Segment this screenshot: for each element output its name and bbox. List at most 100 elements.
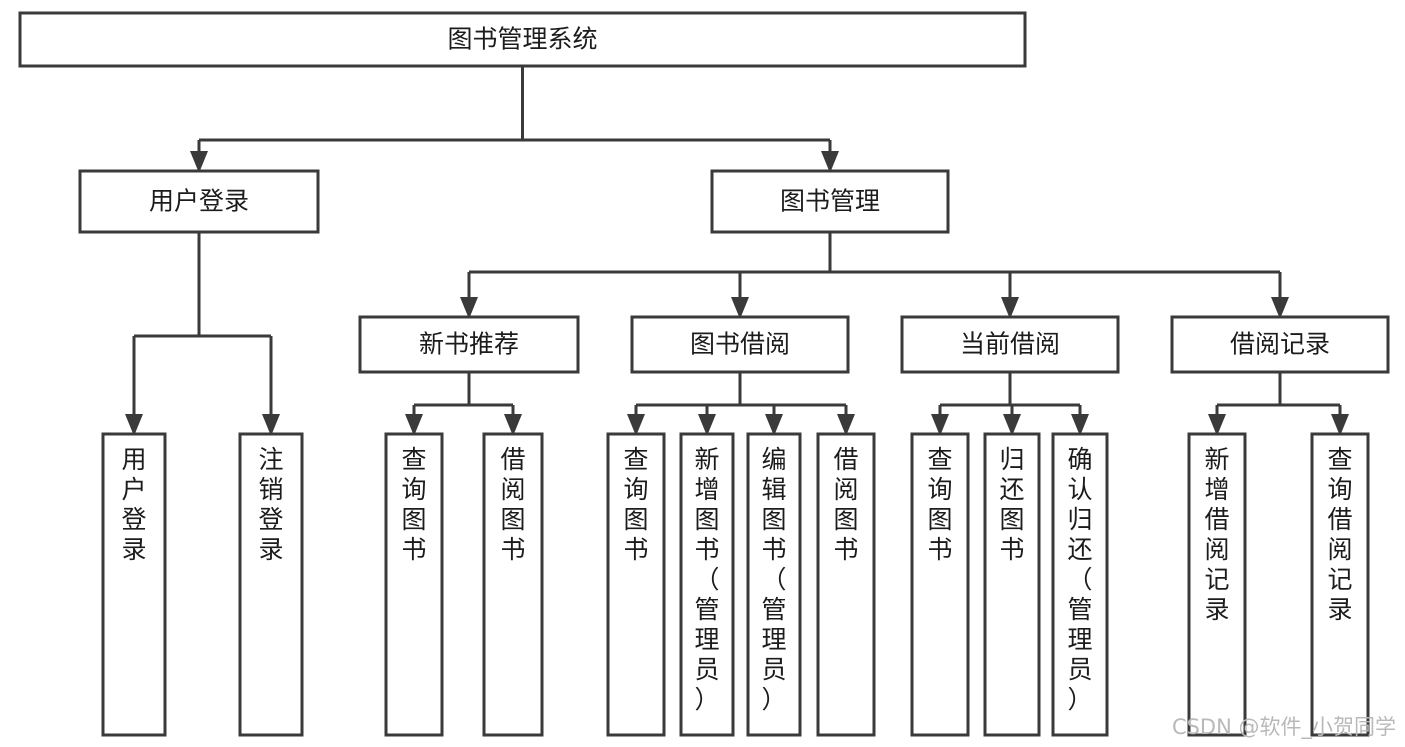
arrow-head [405,414,423,436]
node-layer: 图书管理系统用户登录图书管理新书推荐图书借阅当前借阅借阅记录用户登录注销登录查询… [18,11,1390,737]
node-book-borrow[interactable]: 图书借阅 [630,315,850,374]
edge-book-manage-to-new-book-recommend [460,272,478,319]
node-leaf-confirm-return[interactable]: 确认归还（管理员） [1051,432,1109,737]
node-box[interactable] [746,432,802,737]
arrow-head [460,297,478,319]
node-leaf-query-book-current[interactable]: 查询图书 [910,432,970,737]
connector-group-book-borrow [636,372,846,407]
arrow-head [1071,414,1089,436]
connector-group-current-borrow [940,372,1080,407]
node-label: 图书借阅 [690,330,790,359]
arrow-head [821,151,839,173]
node-leaf-borrow-book[interactable]: 借阅图书 [816,432,876,737]
connector-group-borrow-record [1217,372,1340,407]
edge-book-borrow-to-leaf-query-book-borrow [627,405,645,436]
edge-book-manage-to-borrow-record [1271,272,1289,319]
arrow-head [837,414,855,436]
node-box[interactable] [78,169,320,234]
node-new-book-recommend[interactable]: 新书推荐 [358,315,580,374]
node-leaf-query-record[interactable]: 查询借阅记录 [1310,432,1370,737]
connector-layer [125,66,1349,436]
edge-user-login-to-leaf-user-login [125,336,143,436]
node-borrow-record[interactable]: 借阅记录 [1170,315,1390,374]
arrow-head [1331,414,1349,436]
node-label: 借阅记录 [1230,330,1330,359]
edge-book-manage-to-book-borrow [731,272,749,319]
edge-new-book-recommend-to-leaf-query-book-rec [405,405,423,436]
node-label: 图书管理 [780,187,880,216]
watermark-label: CSDN @软件_小贺同学 [1172,715,1396,740]
node-book-manage[interactable]: 图书管理 [710,169,950,234]
node-label: 归还图书 [999,445,1024,564]
node-label: 借阅图书 [833,445,858,564]
edge-root-to-user-login [190,140,208,173]
node-leaf-user-logout[interactable]: 注销登录 [238,432,304,737]
arrow-head [125,414,143,436]
node-box[interactable] [1187,432,1247,737]
arrow-head [190,151,208,173]
node-label: 图书管理系统 [447,25,597,54]
node-leaf-query-book-rec[interactable]: 查询图书 [384,432,444,737]
node-box[interactable] [358,315,580,374]
edge-book-borrow-to-leaf-borrow-book [837,405,855,436]
node-box[interactable] [710,169,950,234]
node-leaf-add-record[interactable]: 新增借阅记录 [1187,432,1247,737]
node-box[interactable] [1310,432,1370,737]
node-box[interactable] [900,315,1120,374]
node-label: 查询借阅记录 [1327,445,1352,624]
node-leaf-edit-book[interactable]: 编辑图书（管理员） [746,432,802,737]
node-box[interactable] [238,432,304,737]
node-leaf-borrow-book-rec[interactable]: 借阅图书 [482,432,544,737]
connector-group-user-login [134,232,271,338]
arrow-head [931,414,949,436]
arrow-head [627,414,645,436]
node-label: 当前借阅 [960,330,1060,359]
node-box[interactable] [482,432,544,737]
node-box[interactable] [910,432,970,737]
node-box[interactable] [816,432,876,737]
arrow-head [1003,414,1021,436]
node-label: 查询图书 [623,445,648,564]
node-box[interactable] [1051,432,1109,737]
node-label: 查询图书 [401,445,426,564]
node-label: 新书推荐 [419,330,519,359]
arrow-head [1208,414,1226,436]
node-root[interactable]: 图书管理系统 [18,11,1027,68]
node-label: 新增图书（管理员） [694,445,719,714]
node-box[interactable] [1170,315,1390,374]
edge-book-manage-to-current-borrow [1001,272,1019,319]
node-box[interactable] [101,432,167,737]
edge-borrow-record-to-leaf-query-record [1331,405,1349,436]
node-label: 查询图书 [927,445,952,564]
node-box[interactable] [630,315,850,374]
node-box[interactable] [983,432,1041,737]
edge-current-borrow-to-leaf-return-book [1003,405,1021,436]
node-label: 编辑图书（管理员） [761,445,786,714]
arrow-head [731,297,749,319]
node-leaf-user-login[interactable]: 用户登录 [101,432,167,737]
arrow-head [765,414,783,436]
arrow-head [1271,297,1289,319]
edge-current-borrow-to-leaf-query-book-current [931,405,949,436]
edge-borrow-record-to-leaf-add-record [1208,405,1226,436]
edge-user-login-to-leaf-user-logout [262,336,280,436]
node-leaf-query-book-borrow[interactable]: 查询图书 [606,432,666,737]
edge-new-book-recommend-to-leaf-borrow-book-rec [504,405,522,436]
arrow-head [1001,297,1019,319]
connector-group-new-book-recommend [414,372,513,407]
node-label: 新增借阅记录 [1204,445,1229,624]
node-label: 用户登录 [149,187,249,216]
node-leaf-add-book[interactable]: 新增图书（管理员） [679,432,735,737]
node-box[interactable] [679,432,735,737]
node-user-login[interactable]: 用户登录 [78,169,320,234]
edge-book-borrow-to-leaf-edit-book [765,405,783,436]
node-box[interactable] [384,432,444,737]
node-label: 借阅图书 [500,445,525,564]
node-box[interactable] [18,11,1027,68]
node-leaf-return-book[interactable]: 归还图书 [983,432,1041,737]
node-box[interactable] [606,432,666,737]
node-current-borrow[interactable]: 当前借阅 [900,315,1120,374]
arrow-head [504,414,522,436]
